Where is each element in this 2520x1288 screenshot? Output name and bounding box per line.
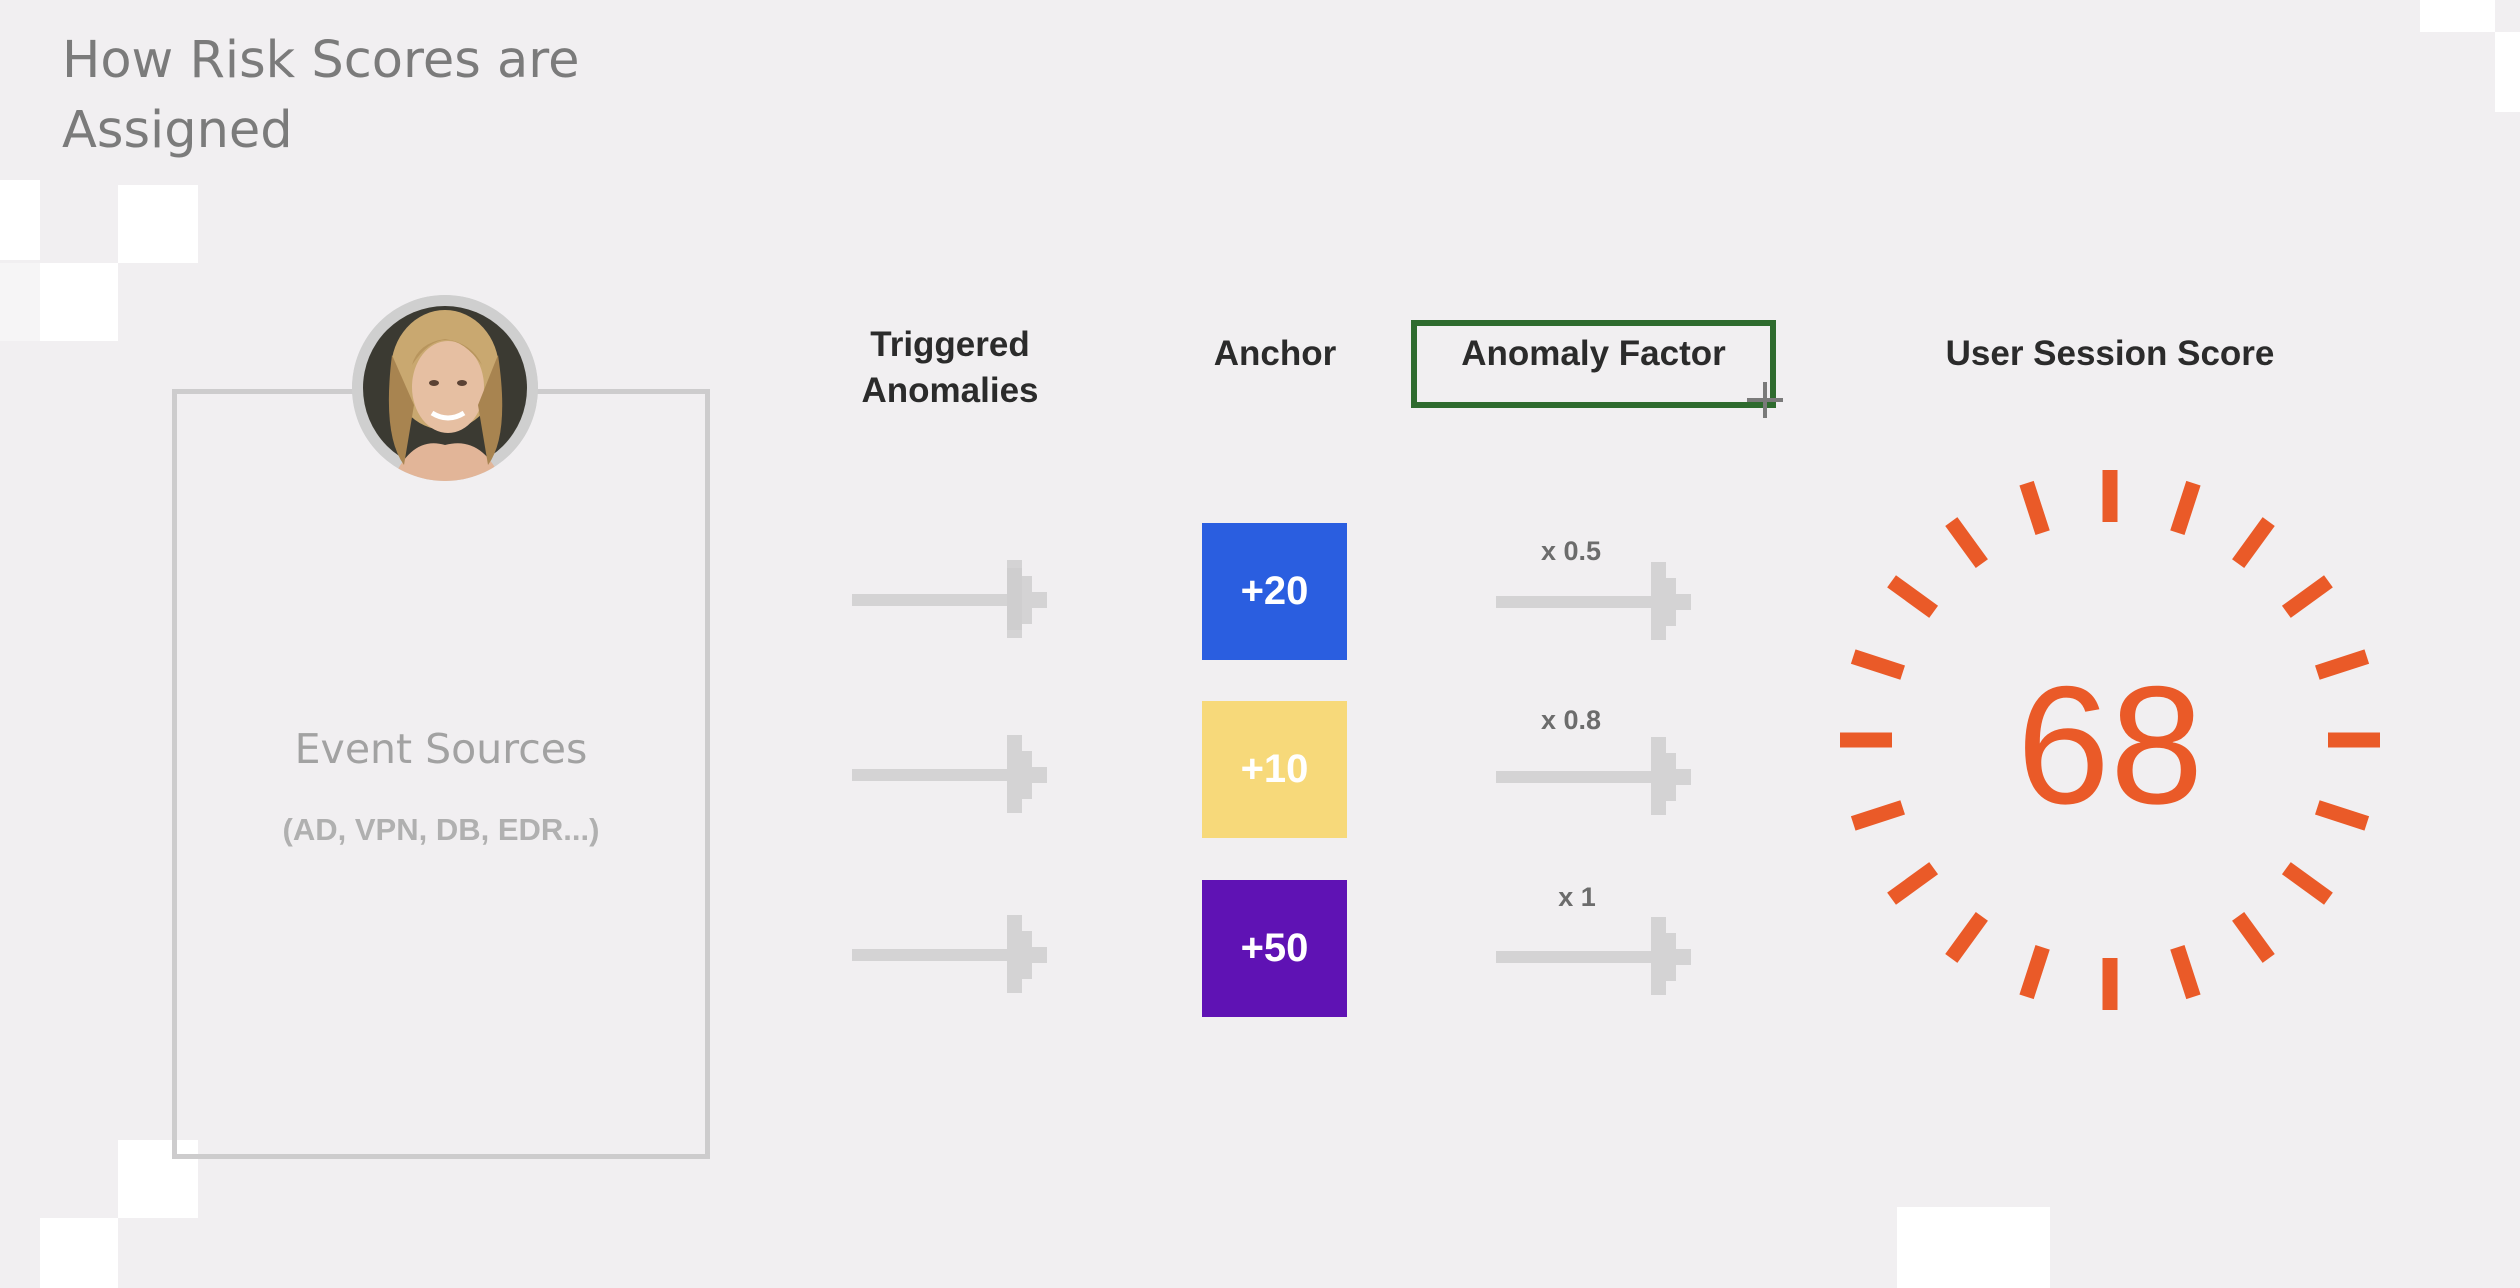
arrow-factor-3 — [1496, 917, 1691, 995]
session-score-gauge — [1840, 470, 2380, 1010]
gauge-tick — [2170, 945, 2201, 1000]
gauge-tick — [1850, 649, 1905, 680]
slide-title: How Risk Scores are Assigned — [62, 31, 580, 160]
factor-label-3: x 1 — [1558, 882, 1596, 912]
event-sources-label: Event Sources — [294, 725, 588, 773]
session-score-value: 68 — [2016, 651, 2204, 839]
header-user-session-score: User Session Score — [1945, 334, 2275, 373]
arrow-factor-2 — [1496, 737, 1691, 815]
gauge-tick — [2019, 945, 2050, 1000]
header-triggered-anomalies: Triggered Anomalies — [830, 322, 1070, 414]
decor-square — [2420, 0, 2495, 32]
gauge-tick — [2170, 480, 2201, 535]
decor-square — [2495, 32, 2520, 112]
arrow-triggered-1 — [852, 560, 1047, 638]
gauge-tick — [1945, 911, 1988, 963]
crosshair-cursor-icon — [1745, 380, 1785, 420]
user-avatar — [352, 295, 538, 481]
gauge-tick — [2315, 649, 2370, 680]
arrow-triggered-2 — [852, 735, 1047, 813]
gauge-tick — [2281, 575, 2333, 618]
anchor-box-3: +50 — [1202, 880, 1347, 1017]
anchor-box-2: +10 — [1202, 701, 1347, 838]
anchor-box-1: +20 — [1202, 523, 1347, 660]
gauge-tick — [1887, 575, 1939, 618]
event-sources-panel — [172, 389, 710, 1159]
decor-square — [118, 1140, 198, 1218]
decor-square — [0, 263, 40, 341]
decor-square — [40, 1218, 118, 1288]
decor-square — [40, 263, 118, 341]
header-anchor: Anchor — [1213, 334, 1337, 373]
gauge-tick — [1945, 517, 1988, 569]
arrow-triggered-3 — [852, 915, 1047, 993]
gauge-tick — [2019, 480, 2050, 535]
gauge-tick — [2232, 911, 2275, 963]
header-anomaly-factor: Anomaly Factor — [1461, 334, 1726, 373]
gauge-tick — [1850, 800, 1905, 831]
factor-label-1: x 0.5 — [1540, 536, 1602, 566]
decor-square — [0, 180, 40, 260]
decor-square — [1897, 1207, 2050, 1288]
gauge-tick — [2281, 862, 2333, 905]
arrow-factor-1 — [1496, 562, 1691, 640]
decor-square — [118, 185, 198, 263]
gauge-tick — [1887, 862, 1939, 905]
selection-highlight-box[interactable] — [1411, 320, 1776, 408]
header-triggered-text: Triggered Anomalies — [861, 325, 1039, 410]
factor-label-2: x 0.8 — [1540, 705, 1602, 735]
gauge-tick — [2315, 800, 2370, 831]
event-sources-sublabel: (AD, VPN, DB, EDR...) — [282, 812, 600, 847]
gauge-tick — [2232, 517, 2275, 569]
